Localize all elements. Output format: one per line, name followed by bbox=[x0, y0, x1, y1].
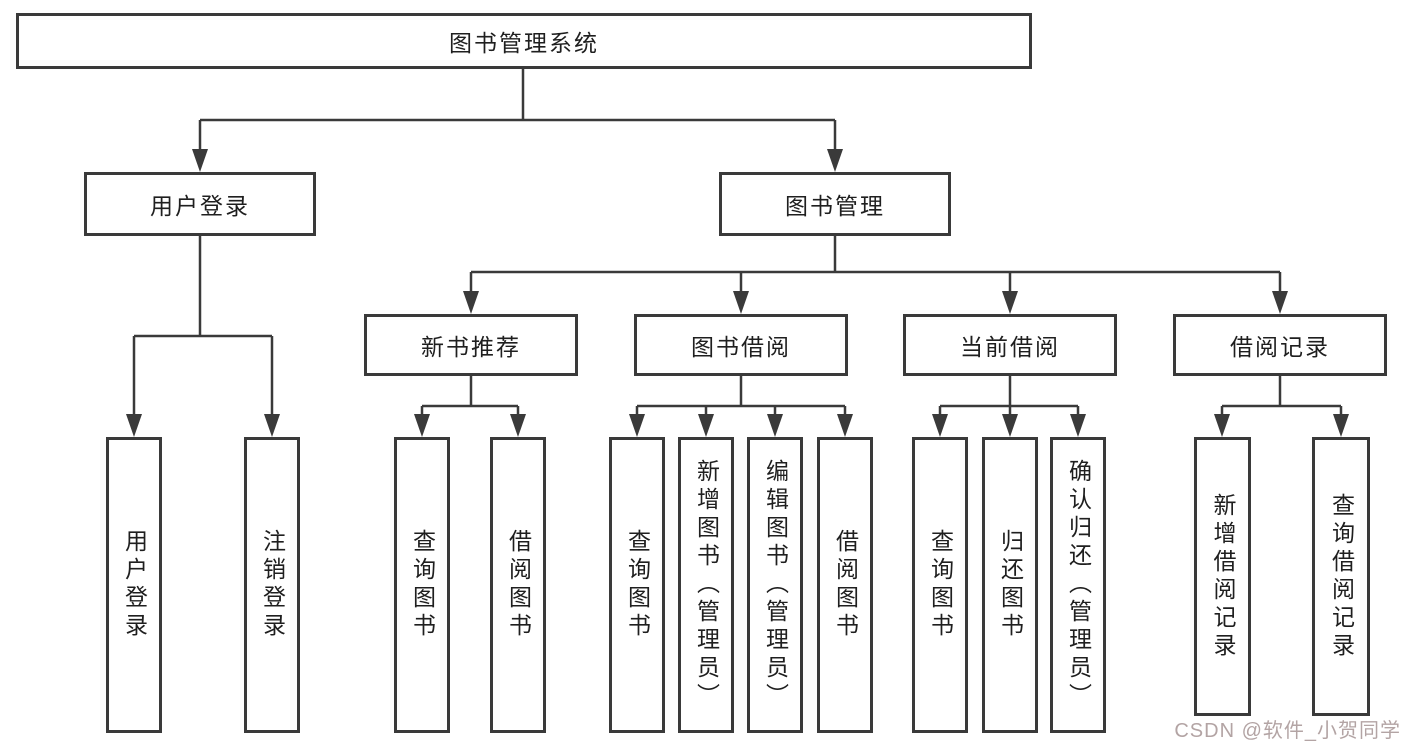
connector-new-book-recommend-children bbox=[414, 376, 526, 437]
leaf-user-login: 用户登录 bbox=[106, 437, 162, 733]
leaf-borrow-books-recommend: 借阅图书 bbox=[490, 437, 546, 733]
leaf-edit-books-admin: 编辑图书（管理员） bbox=[747, 437, 803, 733]
connector-book-management-children bbox=[463, 236, 1288, 314]
node-book-borrow: 图书借阅 bbox=[634, 314, 848, 376]
node-book-management: 图书管理 bbox=[719, 172, 951, 236]
leaf-query-books-recommend: 查询图书 bbox=[394, 437, 450, 733]
node-root: 图书管理系统 bbox=[16, 13, 1032, 69]
leaf-query-books-borrow: 查询图书 bbox=[609, 437, 665, 733]
csdn-watermark: CSDN @软件_小贺同学 bbox=[1174, 720, 1401, 742]
leaf-logout-login: 注销登录 bbox=[244, 437, 300, 733]
node-borrow-record: 借阅记录 bbox=[1173, 314, 1387, 376]
node-new-book-recommend: 新书推荐 bbox=[364, 314, 578, 376]
connector-borrow-record-children bbox=[1214, 376, 1349, 437]
connector-user-login-children bbox=[126, 236, 280, 437]
leaf-confirm-return-admin: 确认归还（管理员） bbox=[1050, 437, 1106, 733]
leaf-borrow-books: 借阅图书 bbox=[817, 437, 873, 733]
leaf-query-books-current: 查询图书 bbox=[912, 437, 968, 733]
node-current-borrow: 当前借阅 bbox=[903, 314, 1117, 376]
leaf-return-books: 归还图书 bbox=[982, 437, 1038, 733]
connector-book-borrow-children bbox=[629, 376, 853, 437]
leaf-query-borrow-record: 查询借阅记录 bbox=[1312, 437, 1370, 716]
connector-root-to-level2 bbox=[192, 69, 843, 172]
leaf-add-borrow-record: 新增借阅记录 bbox=[1194, 437, 1251, 716]
connector-current-borrow-children bbox=[932, 376, 1086, 437]
node-user-login: 用户登录 bbox=[84, 172, 316, 236]
leaf-add-books-admin: 新增图书（管理员） bbox=[678, 437, 734, 733]
